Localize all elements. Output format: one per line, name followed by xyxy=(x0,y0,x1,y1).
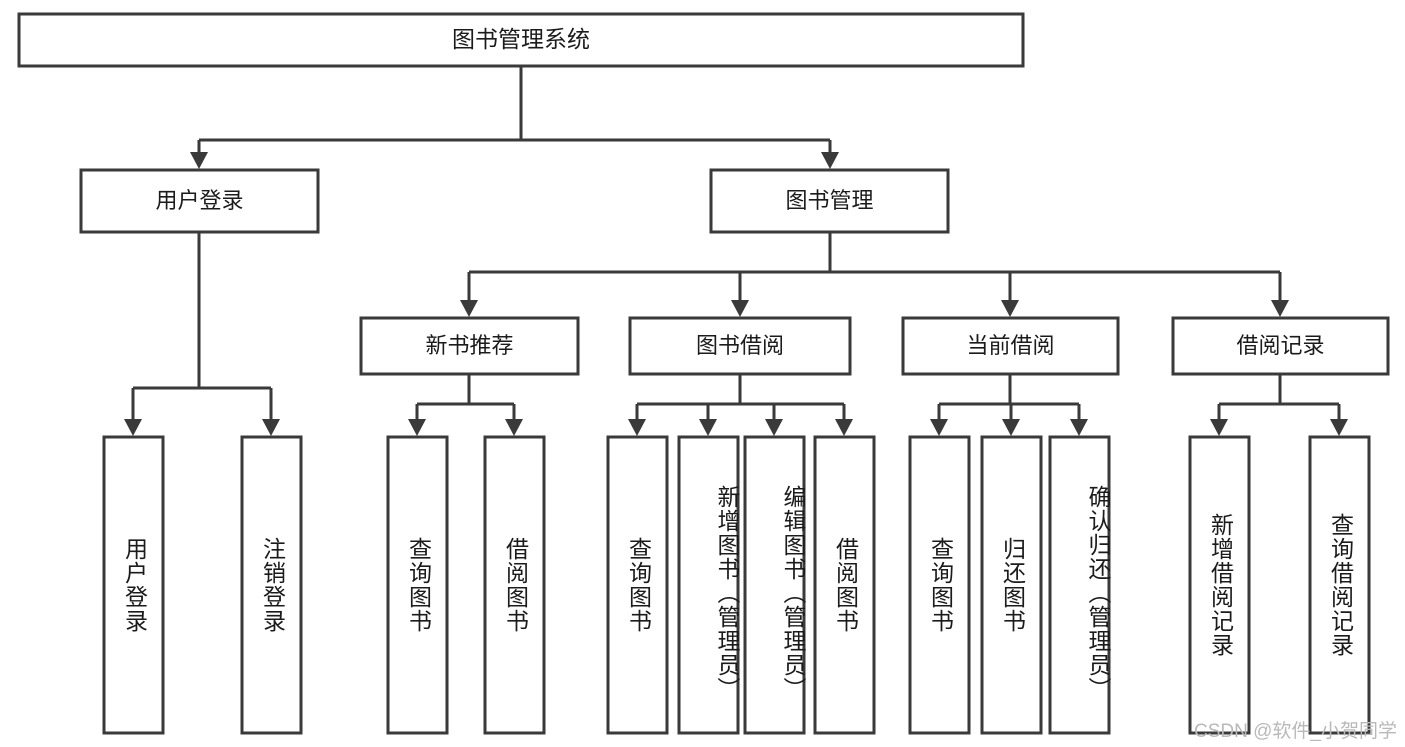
arrowhead-icon xyxy=(699,419,717,436)
node-root-box xyxy=(17,12,1025,68)
node-leaf-query-book-1-box xyxy=(386,435,449,735)
node-leaf-borrow-book-1-box xyxy=(483,435,546,735)
node-user-login-box xyxy=(79,168,320,234)
node-root-label: 图书管理系统 xyxy=(452,26,590,52)
node-leaf-confirm-return-box xyxy=(1048,435,1111,735)
arrowhead-icon xyxy=(1070,419,1088,436)
arrowhead-icon xyxy=(1210,419,1228,436)
arrowhead-icon xyxy=(1002,419,1020,436)
arrowhead-icon xyxy=(460,300,478,317)
node-new-book-recommend-box xyxy=(359,316,580,376)
arrowhead-icon xyxy=(1271,300,1289,317)
arrowhead-icon xyxy=(835,419,853,436)
arrowhead-icon xyxy=(930,419,948,436)
node-book-borrow-label: 图书借阅 xyxy=(696,333,784,358)
arrowhead-icon xyxy=(190,152,208,169)
node-leaf-add-record-box xyxy=(1188,435,1251,735)
arrowhead-icon xyxy=(505,419,523,436)
node-leaf-user-logout-box xyxy=(240,435,303,735)
node-current-borrow-box xyxy=(901,316,1120,376)
arrowhead-icon xyxy=(765,419,783,436)
node-leaf-query-book-2-box xyxy=(606,435,669,735)
arrowhead-icon xyxy=(731,300,749,317)
node-book-manage-label: 图书管理 xyxy=(785,188,873,213)
node-borrow-record-box xyxy=(1171,316,1390,376)
arrowhead-icon xyxy=(124,419,142,436)
node-book-manage-box xyxy=(709,168,950,234)
node-new-book-recommend-label: 新书推荐 xyxy=(425,333,513,358)
arrowhead-icon xyxy=(1330,419,1348,436)
node-leaf-return-book-box xyxy=(980,435,1043,735)
node-leaf-add-book-box xyxy=(677,435,740,735)
node-leaf-query-record-box xyxy=(1308,435,1371,735)
arrowhead-icon xyxy=(821,152,839,169)
node-leaf-query-book-3-box xyxy=(908,435,971,735)
connectors-layer xyxy=(124,66,1348,436)
arrowhead-icon xyxy=(1001,300,1019,317)
node-book-borrow-box xyxy=(628,316,852,376)
arrowhead-icon xyxy=(262,419,280,436)
node-leaf-edit-book-box xyxy=(743,435,806,735)
arrowhead-icon xyxy=(628,419,646,436)
node-leaf-borrow-book-2-box xyxy=(813,435,876,735)
arrowhead-icon xyxy=(408,419,426,436)
node-user-login-label: 用户登录 xyxy=(155,188,243,213)
node-leaf-user-login-box xyxy=(102,435,165,735)
node-borrow-record-label: 借阅记录 xyxy=(1236,333,1324,358)
node-current-borrow-label: 当前借阅 xyxy=(966,333,1054,358)
node-boxes-layer xyxy=(17,12,1390,735)
